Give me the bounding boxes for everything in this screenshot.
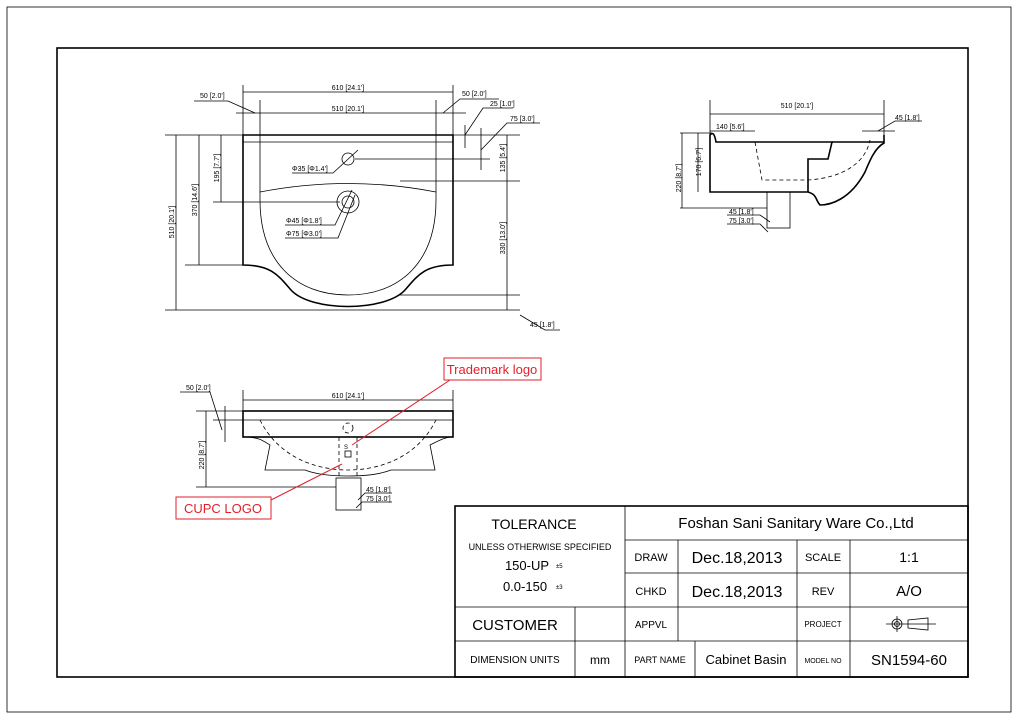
dim-front-drain-outer: 75 [3.0'] <box>366 496 391 503</box>
appvl-label: APPVL <box>635 620 668 631</box>
part-name-label: PART NAME <box>634 655 686 665</box>
dim-right-margin: 50 [2.0'] <box>462 91 487 98</box>
rev-value: A/O <box>896 583 922 600</box>
side-view: 510 [20.1'] 140 [5.6'] 45 [1.8'] 220 [8.… <box>676 100 922 233</box>
dim-hole-offset: 75 [3.0'] <box>510 116 535 123</box>
draw-label: DRAW <box>634 552 668 564</box>
dim-front-edge: 45 [1.8'] <box>530 322 555 329</box>
tolerance-range-2: 0.0-150 <box>503 579 547 594</box>
tolerance-value-2: ±3 <box>556 585 563 591</box>
units-label: DIMENSION UNITS <box>470 655 560 666</box>
dim-rim: 25 [1.0'] <box>490 101 515 108</box>
plan-view: 610 [24.1'] 510 [20.1'] 50 [2.0'] 50 [2.… <box>165 85 560 331</box>
model-no-value: SN1594-60 <box>871 652 947 669</box>
model-no-label: MODEL NO <box>804 658 842 665</box>
tolerance-heading: TOLERANCE <box>491 516 576 532</box>
tolerance-range-1: 150-UP <box>505 558 549 573</box>
dim-inner-width: 510 [20.1'] <box>332 106 365 113</box>
tolerance-note: UNLESS OTHERWISE SPECIFIED <box>469 542 612 552</box>
scale-value: 1:1 <box>899 549 919 565</box>
projection-symbol-icon <box>886 616 936 632</box>
tolerance-value-1: ±5 <box>556 564 563 570</box>
dim-bowl-length: 330 [13.0'] <box>500 222 507 255</box>
dim-front-rim: 50 [2.0'] <box>186 385 211 392</box>
tap-hole <box>341 152 355 166</box>
cupc-label: CUPC LOGO <box>184 501 262 516</box>
annotations: Trademark logo CUPC LOGO <box>175 357 542 520</box>
dim-front-width: 610 [24.1'] <box>332 393 365 400</box>
trademark-label: Trademark logo <box>447 362 538 377</box>
dim-side-height: 220 [8.7'] <box>676 164 683 193</box>
chkd-label: CHKD <box>635 586 666 598</box>
project-label: PROJECT <box>804 620 841 629</box>
trademark-callout <box>443 357 542 381</box>
chkd-date: Dec.18,2013 <box>692 584 783 601</box>
dim-side-body-height: 170 [6.7'] <box>696 148 703 177</box>
title-block: TOLERANCE UNLESS OTHERWISE SPECIFIED 150… <box>454 505 969 678</box>
outer-frame <box>6 6 1012 713</box>
company-name: Foshan Sani Sanitary Ware Co.,Ltd <box>678 515 913 532</box>
draw-date: Dec.18,2013 <box>692 550 783 567</box>
cupc-callout <box>175 496 272 520</box>
dim-cabinet-depth: 370 [14.6'] <box>192 184 199 217</box>
dim-left-margin: 50 [2.0'] <box>200 93 225 100</box>
drain-hole <box>336 190 360 214</box>
dim-overall-width: 610 [24.1'] <box>332 85 365 92</box>
dim-side-front: 45 [1.8'] <box>895 115 920 122</box>
dim-front-height: 220 [8.7'] <box>199 441 206 470</box>
dim-side-width: 510 [20.1'] <box>781 103 814 110</box>
dim-tap-to-bowl: 135 [5.4'] <box>500 144 507 173</box>
dim-drain-outer: Φ75 [Φ3.0'] <box>286 231 322 238</box>
part-name-value: Cabinet Basin <box>706 652 787 667</box>
dim-depth: 510 [20.1'] <box>169 206 176 239</box>
sani-logo-mark: S <box>344 445 348 451</box>
dim-side-drain-outer: 75 [3.0'] <box>729 218 754 225</box>
cupc-logo-mark <box>344 450 352 458</box>
front-view: S 610 [24.1'] 50 [2.0'] 220 [8.7'] 45 [1… <box>180 385 454 511</box>
customer-label: CUSTOMER <box>472 617 558 634</box>
dim-drain-inner: Φ45 [Φ1.8'] <box>286 218 322 225</box>
scale-label: SCALE <box>805 552 841 564</box>
dim-tap-hole: Φ35 [Φ1.4'] <box>292 166 328 173</box>
dim-drain-pos: 195 [7.7'] <box>214 154 221 183</box>
dim-side-back: 140 [5.6'] <box>716 124 745 131</box>
rev-label: REV <box>812 586 835 598</box>
units-value: mm <box>590 653 610 667</box>
dim-front-drain-inner: 45 [1.8'] <box>366 487 391 494</box>
dim-side-drain-inner: 45 [1.8'] <box>729 209 754 216</box>
